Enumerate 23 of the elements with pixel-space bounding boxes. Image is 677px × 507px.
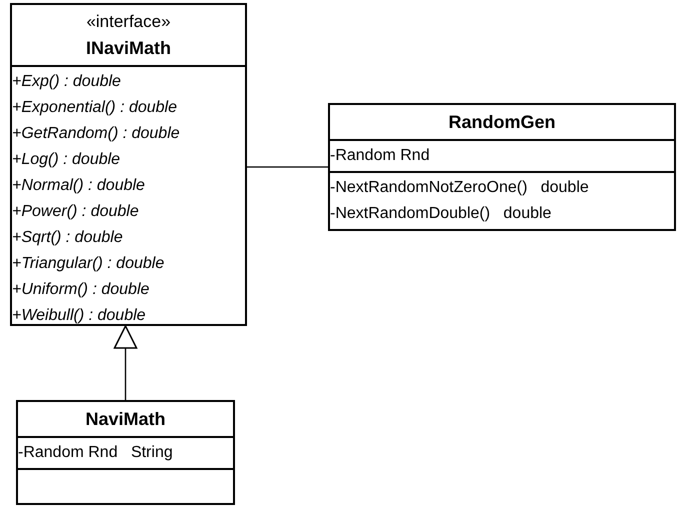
method-signature: +Power() : double	[12, 202, 139, 222]
class-box	[328, 103, 676, 231]
class-member: -NextRandomDouble() double	[330, 204, 552, 224]
method-signature: +Exp() : double	[12, 72, 121, 92]
class-box	[16, 400, 235, 505]
method-signature: +Triangular() : double	[12, 254, 164, 274]
method-signature: +Uniform() : double	[12, 280, 150, 300]
class-name: RandomGen	[448, 111, 556, 134]
class-box	[10, 3, 247, 326]
class-member: -Random Rnd String	[18, 443, 173, 463]
method-signature: +Weibull() : double	[12, 306, 146, 326]
method-signature: +Log() : double	[12, 150, 120, 170]
association-line	[247, 166, 328, 168]
generalization-arrow	[114, 325, 138, 400]
stereotype-label: «interface»	[86, 11, 171, 33]
class-name: INaviMath	[86, 37, 172, 60]
method-signature: +Sqrt() : double	[12, 228, 123, 248]
method-signature: +Exponential() : double	[12, 98, 177, 118]
class-member: -Random Rnd	[330, 146, 430, 166]
method-signature: +Normal() : double	[12, 176, 145, 196]
method-signature: +GetRandom() : double	[12, 124, 180, 144]
class-member: -NextRandomNotZeroOne() double	[330, 178, 589, 198]
class-name: NaviMath	[85, 408, 166, 431]
